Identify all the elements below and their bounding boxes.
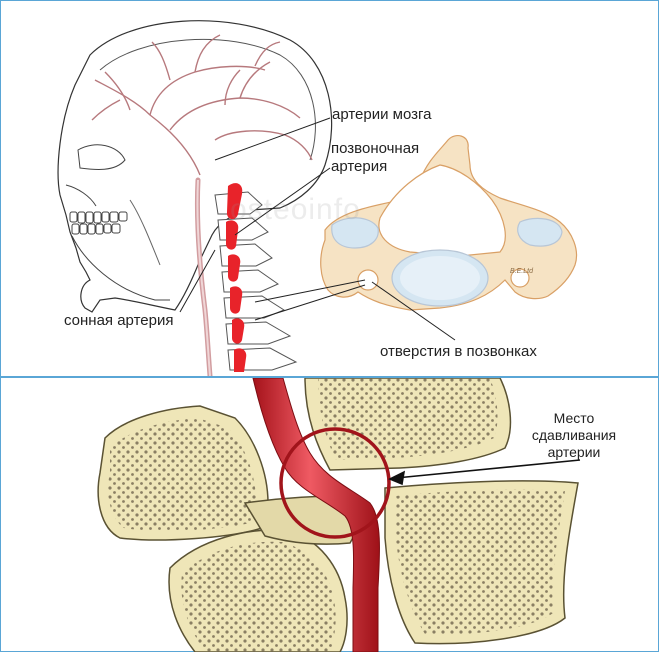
leader-lines [179,117,456,341]
vertebra-top-view [320,134,578,311]
panel-divider [0,376,659,378]
label-compression-line3: артерии [547,444,601,460]
label-vertebral-artery-line1: позвоночная [331,140,420,157]
label-compression-line1: Место [553,410,595,426]
skull-outline [57,20,333,313]
label-vertebral-foramina: отверстия в позвонках [380,343,537,360]
compression-arrow [388,459,581,486]
label-vertebral-artery-line2: артерия [331,158,388,175]
brain-artery-tree [91,34,313,176]
label-carotid-artery: сонная артерия [64,312,174,329]
label-vertebral-artery: позвоночная артерия [331,140,419,176]
watermark-text: osteoinfo [230,193,361,226]
compression-bottom-panel [0,378,659,652]
label-compression-line2: сдавливания [531,427,617,443]
vertebra-signature: B.E.Ltd [510,268,533,275]
label-brain-arteries: артерии мозга [332,106,432,123]
compressed-artery [252,378,381,652]
anatomy-top-panel: osteoinfo B.E.Ltd артерии мозга позвоноч… [57,20,578,376]
teeth [69,211,128,235]
compression-illustration [97,378,581,652]
vertebral-bodies [97,378,579,652]
label-compression-site: Место сдавливания артерии [524,410,624,461]
vertebral-artery [226,183,247,372]
compression-marker-circle [279,427,391,539]
head-neck-illustration [57,20,578,376]
